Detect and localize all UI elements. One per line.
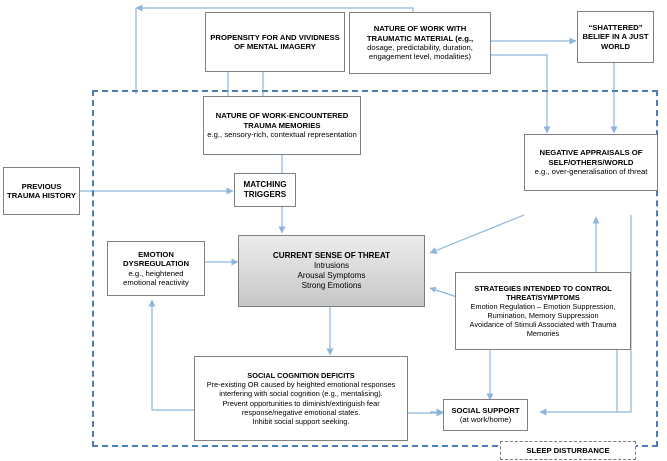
nature-of-work-body: dosage, predictability, duration, engage… [367,43,473,62]
shattered-belief-box[interactable]: “SHATTERED” BELIEF IN A JUST WORLD [577,11,654,63]
dashed-frame-region [92,90,658,447]
sleep-disturbance-box[interactable]: SLEEP DISTURBANCE [500,441,636,460]
matching-triggers-box[interactable]: MATCHING TRIGGERS [234,173,296,207]
social-cognition-deficits-box[interactable]: SOCIAL COGNITION DEFICITS Pre-existing O… [194,356,408,441]
negative-appraisals-title: NEGATIVE APPRAISALS OF SELF/OTHERS/WORLD [539,148,643,167]
previous-trauma-history-box[interactable]: PREVIOUS TRAUMA HISTORY [3,167,80,215]
social-support-body: (at work/home) [459,415,512,424]
arrow-work-to-appraisals [491,54,551,134]
propensity-imagery-box[interactable]: PROPENSITY FOR AND VIVIDNESS OF MENTAL I… [205,12,345,72]
previous-trauma-history-title: PREVIOUS TRAUMA HISTORY [7,181,76,200]
control-strategies-body: Emotion Regulation – Emotion Suppression… [469,301,617,339]
arrow-socialcog-to-dysregulation [148,299,199,411]
control-strategies-title: STRATEGIES INTENDED TO CONTROL THREAT/SY… [474,283,612,302]
social-support-title: SOCIAL SUPPORT [451,405,520,415]
current-threat-body: Intrusions Arousal Symptoms Strong Emoti… [297,261,366,290]
current-threat-title: CURRENT SENSE OF THREAT [272,251,391,261]
emotion-dysregulation-box[interactable]: EMOTION DYSREGULATION e.g., heightened e… [107,241,205,296]
current-sense-of-threat-box[interactable]: CURRENT SENSE OF THREAT Intrusions Arous… [238,235,425,307]
matching-triggers-title: MATCHING TRIGGERS [243,180,287,199]
control-strategies-box[interactable]: STRATEGIES INTENDED TO CONTROL THREAT/SY… [455,272,631,350]
social-cognition-title: SOCIAL COGNITION DEFICITS [247,371,355,381]
arrow-right-loop-to-support [539,215,632,416]
trauma-memories-body: e.g., sensory-rich, contextual represent… [207,130,357,140]
negative-appraisals-body: e.g., over-generalisation of threat [534,167,648,177]
arrow-strategies-to-threat [429,286,458,298]
nature-of-work-traumatic-material-box[interactable]: NATURE OF WORK WITH TRAUMATIC MATERIAL (… [349,12,491,74]
nature-of-work-title: NATURE OF WORK WITH TRAUMATIC MATERIAL (… [366,24,474,43]
social-cognition-body: Pre-existing OR caused by heighted emoti… [206,380,396,426]
nature-of-trauma-memories-box[interactable]: NATURE OF WORK-ENCOUNTERED TRAUMA MEMORI… [203,96,361,155]
emotion-dysregulation-body: e.g., heightened emotional reactivity [123,268,189,287]
sleep-disturbance-title: SLEEP DISTURBANCE [526,445,610,455]
arrow-appraisals-to-threat [429,214,525,254]
trauma-memories-title: NATURE OF WORK-ENCOUNTERED TRAUMA MEMORI… [215,111,349,130]
negative-appraisals-box[interactable]: NEGATIVE APPRAISALS OF SELF/OTHERS/WORLD… [524,134,658,191]
emotion-dysregulation-title: EMOTION DYSREGULATION [122,249,190,269]
shattered-belief-title: “SHATTERED” BELIEF IN A JUST WORLD [582,22,649,51]
propensity-imagery-title: PROPENSITY FOR AND VIVIDNESS OF MENTAL I… [210,32,340,51]
social-support-box[interactable]: SOCIAL SUPPORT (at work/home) [443,399,528,431]
